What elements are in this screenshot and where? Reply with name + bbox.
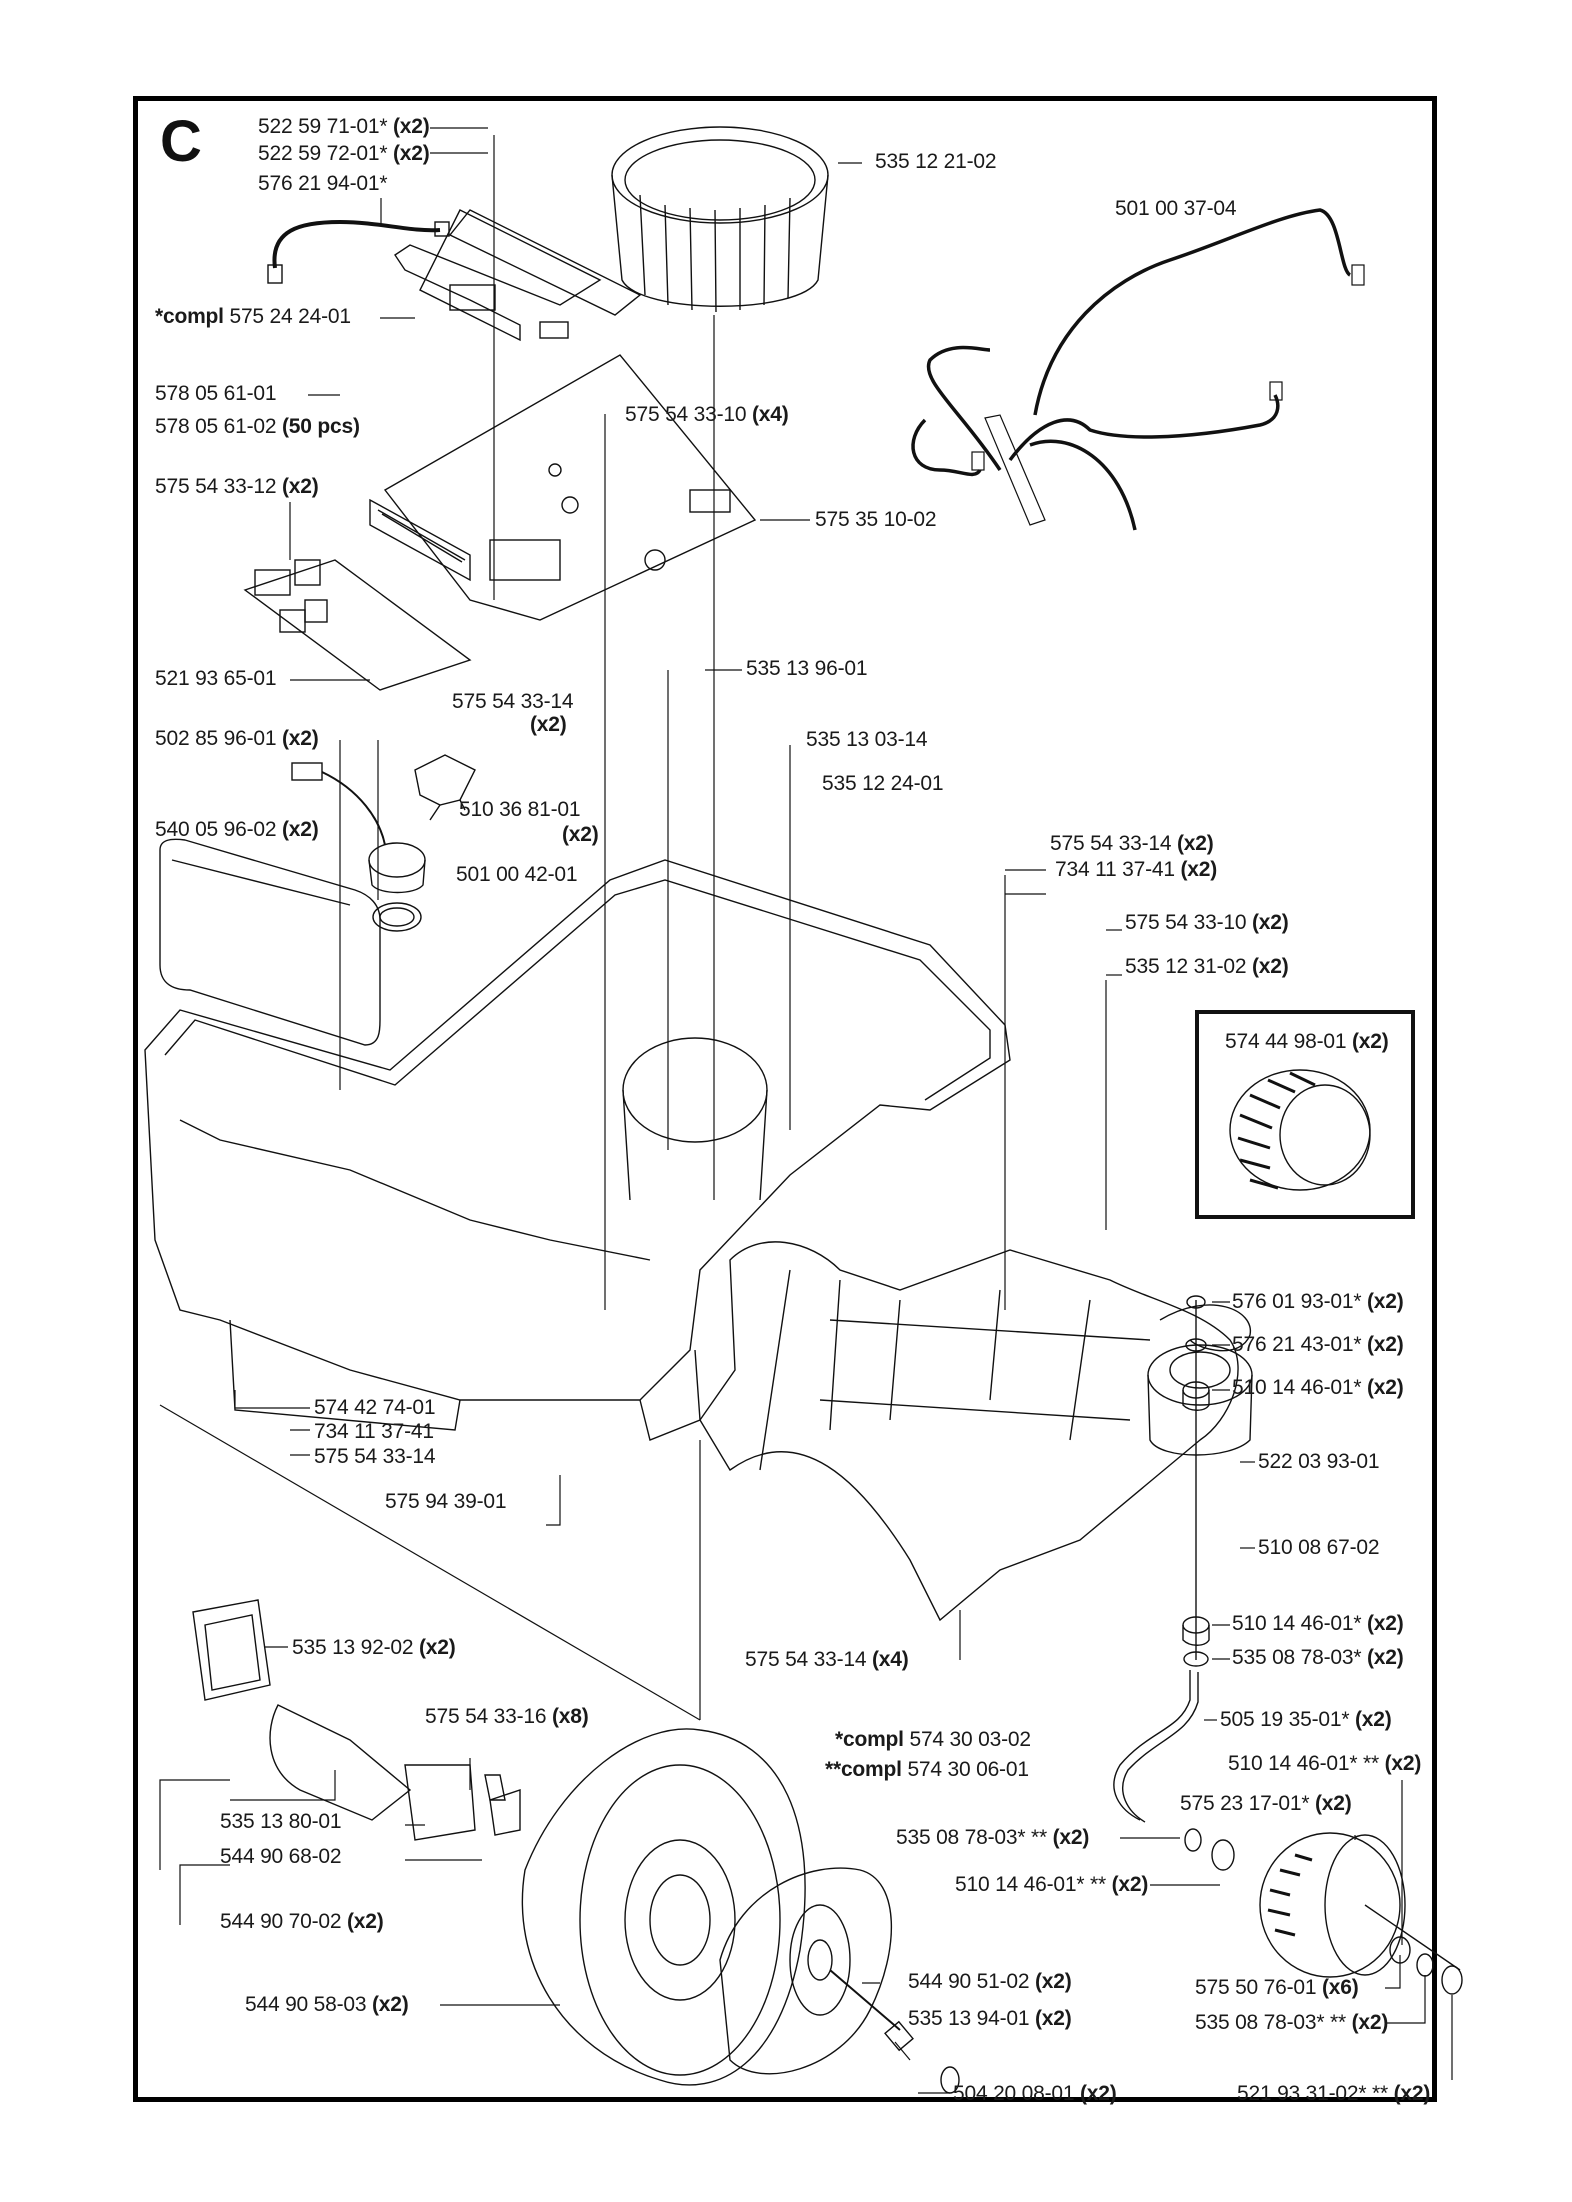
part-label: 510 14 46-01* ** (x2)	[1228, 1752, 1422, 1775]
part-label: 501 00 42-01	[456, 863, 578, 886]
part-label: 575 54 33-10 (x2)	[1125, 911, 1289, 934]
part-label: 575 54 33-14	[314, 1445, 436, 1468]
belt-drawing	[1159, 1304, 1251, 1352]
part-label: 522 59 72-01* (x2)	[258, 142, 430, 165]
section-letter: C	[160, 109, 202, 174]
part-label: 576 21 94-01*	[258, 172, 388, 195]
part-label: 521 93 65-01	[155, 667, 277, 690]
part-label: 522 03 93-01	[1258, 1450, 1380, 1473]
relay-board-drawing	[243, 559, 472, 691]
part-label: 535 13 03-14	[806, 728, 928, 751]
part-label: 510 36 81-01	[459, 798, 581, 821]
part-label: 535 08 78-03* ** (x2)	[896, 1826, 1090, 1849]
part-label: 521 93 31-02* ** (x2)	[1237, 2082, 1431, 2105]
blade-guard-ring-drawing	[611, 126, 829, 313]
display-board-drawing	[394, 209, 642, 342]
part-label: 540 05 96-02 (x2)	[155, 818, 319, 841]
part-label: (x2)	[562, 823, 599, 846]
part-label: 504 20 08-01 (x2)	[953, 2082, 1117, 2105]
part-label: 535 12 31-02 (x2)	[1125, 955, 1289, 978]
part-label: 535 12 24-01	[822, 772, 944, 795]
part-label: 576 01 93-01* (x2)	[1232, 1290, 1404, 1313]
chassis-body-drawing	[144, 859, 1011, 1441]
part-label: 544 90 70-02 (x2)	[220, 1910, 384, 1933]
wiring-harness-drawing	[911, 208, 1352, 531]
part-label: 575 54 33-12 (x2)	[155, 475, 319, 498]
control-cable-drawing	[267, 219, 450, 284]
part-label: 510 14 46-01* (x2)	[1232, 1612, 1404, 1635]
part-label: 574 42 74-01	[314, 1396, 436, 1419]
part-label: (x2)	[530, 713, 567, 736]
drive-wheel-drawing	[521, 1728, 806, 2086]
battery-drawing	[159, 838, 381, 1046]
part-label: 501 00 37-04	[1115, 197, 1237, 220]
motor-housing-drawing	[699, 1241, 1253, 1622]
part-label: 544 90 51-02 (x2)	[908, 1970, 1072, 1993]
part-label: 575 94 39-01	[385, 1490, 507, 1513]
diagram-frame	[133, 96, 1437, 2102]
part-label: 734 11 37-41	[314, 1420, 434, 1443]
part-label: 535 13 92-02 (x2)	[292, 1636, 456, 1659]
part-label: 535 12 21-02	[875, 150, 997, 173]
part-label: 502 85 96-01 (x2)	[155, 727, 319, 750]
part-label: 576 21 43-01* (x2)	[1232, 1333, 1404, 1356]
part-label: 575 54 33-14 (x4)	[745, 1648, 909, 1671]
part-label: 578 05 61-01	[155, 382, 277, 405]
front-wheel-drawing	[1113, 1670, 1463, 1995]
part-label: 575 54 33-16 (x8)	[425, 1705, 589, 1728]
buzzer-drawing	[291, 762, 426, 932]
part-label: 575 54 33-14 (x2)	[1050, 832, 1214, 855]
bracket-drawing	[414, 754, 476, 821]
main-board-drawing	[369, 354, 757, 621]
part-label: 505 19 35-01* (x2)	[1220, 1708, 1392, 1731]
part-label: 535 13 96-01	[746, 657, 868, 680]
part-label: 544 90 58-03 (x2)	[245, 1993, 409, 2016]
part-label: 734 11 37-41 (x2)	[1055, 858, 1218, 881]
part-label: 535 08 78-03* ** (x2)	[1195, 2011, 1389, 2034]
part-label: 578 05 61-02 (50 pcs)	[155, 415, 360, 438]
part-label: 535 13 94-01 (x2)	[908, 2007, 1072, 2030]
part-label: 575 50 76-01 (x6)	[1195, 1976, 1359, 1999]
part-label: 510 14 46-01* (x2)	[1232, 1376, 1404, 1399]
inset-box	[1195, 1010, 1415, 1219]
part-label: 510 14 46-01* ** (x2)	[955, 1873, 1149, 1896]
hub-cap-drawing	[719, 1867, 960, 2094]
part-label: 575 35 10-02	[815, 508, 937, 531]
part-label: 535 08 78-03* (x2)	[1232, 1646, 1404, 1669]
kit-label: *compl 574 30 03-02	[835, 1728, 1031, 1751]
bearing-stack-drawing	[1182, 1295, 1210, 1667]
part-label: 575 23 17-01* (x2)	[1180, 1792, 1352, 1815]
wheel-motor-drawing	[192, 1599, 521, 1841]
kit-label: **compl 574 30 06-01	[825, 1758, 1029, 1781]
part-label: 575 54 33-10 (x4)	[625, 403, 789, 426]
part-label: *compl 575 24 24-01	[155, 305, 351, 328]
part-label: 522 59 71-01* (x2)	[258, 115, 430, 138]
harness-connector-drawing	[971, 264, 1365, 526]
part-label: 535 13 80-01	[220, 1810, 342, 1833]
inset-part-label: 574 44 98-01 (x2)	[1225, 1030, 1389, 1053]
part-label: 544 90 68-02	[220, 1845, 342, 1868]
part-label: 575 54 33-14	[452, 690, 574, 713]
part-label: 510 08 67-02	[1258, 1536, 1380, 1559]
leader-lines	[159, 127, 1453, 2094]
